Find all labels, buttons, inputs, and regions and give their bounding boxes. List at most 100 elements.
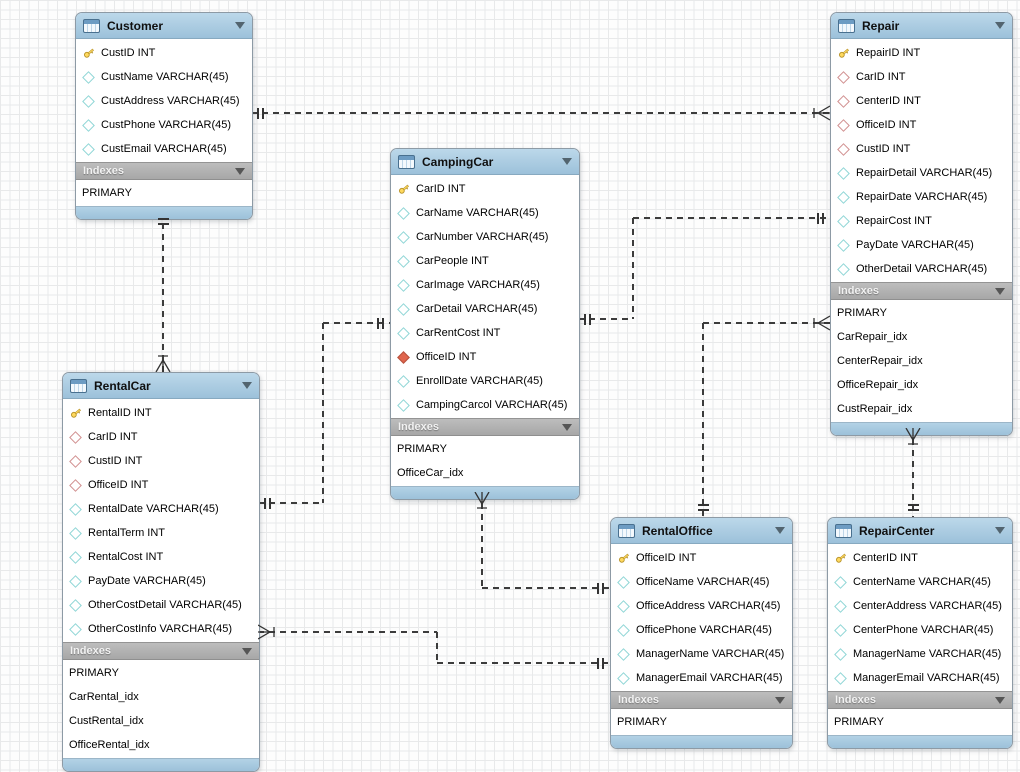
column-row[interactable]: CustID INT <box>76 41 252 65</box>
column-row[interactable]: OfficeID INT <box>63 473 259 497</box>
column-row[interactable]: ManagerName VARCHAR(45) <box>611 642 792 666</box>
column-row[interactable]: CustID INT <box>63 449 259 473</box>
relationship-line-rentalcar-campingcar[interactable] <box>323 322 390 324</box>
column-row[interactable]: PayDate VARCHAR(45) <box>63 569 259 593</box>
collapse-arrow-icon[interactable] <box>995 527 1005 534</box>
column-row[interactable]: CustPhone VARCHAR(45) <box>76 113 252 137</box>
collapse-arrow-icon[interactable] <box>995 287 1005 295</box>
column-row[interactable]: CarDetail VARCHAR(45) <box>391 297 579 321</box>
relationship-line-campingcar-repair[interactable] <box>633 217 830 219</box>
column-row[interactable]: ManagerEmail VARCHAR(45) <box>828 666 1012 690</box>
column-row[interactable]: OfficePhone VARCHAR(45) <box>611 618 792 642</box>
indexes-header[interactable]: Indexes <box>611 691 792 709</box>
relationship-line-rentaloffice-repair[interactable] <box>703 322 830 324</box>
index-row[interactable]: CustRepair_idx <box>831 397 1012 421</box>
collapse-arrow-icon[interactable] <box>235 167 245 175</box>
column-row[interactable]: RepairDate VARCHAR(45) <box>831 185 1012 209</box>
collapse-arrow-icon[interactable] <box>995 22 1005 29</box>
relationship-line-customer-repair[interactable] <box>251 112 830 114</box>
collapse-arrow-icon[interactable] <box>775 696 785 704</box>
table-header-campingcar[interactable]: CampingCar <box>391 149 579 175</box>
column-row[interactable]: PayDate VARCHAR(45) <box>831 233 1012 257</box>
collapse-arrow-icon[interactable] <box>562 158 572 165</box>
index-row[interactable]: CarRepair_idx <box>831 325 1012 349</box>
column-row[interactable]: CarID INT <box>391 177 579 201</box>
column-row[interactable]: CenterID INT <box>831 89 1012 113</box>
column-row[interactable]: CarImage VARCHAR(45) <box>391 273 579 297</box>
table-header-repair[interactable]: Repair <box>831 13 1012 39</box>
index-row[interactable]: PRIMARY <box>391 437 579 461</box>
relationship-line-campingcar-repair[interactable] <box>632 218 634 319</box>
column-row[interactable]: RepairDetail VARCHAR(45) <box>831 161 1012 185</box>
column-row[interactable]: ManagerName VARCHAR(45) <box>828 642 1012 666</box>
column-row[interactable]: CenterName VARCHAR(45) <box>828 570 1012 594</box>
column-row[interactable]: CustID INT <box>831 137 1012 161</box>
column-row[interactable]: CarRentCost INT <box>391 321 579 345</box>
index-row[interactable]: PRIMARY <box>828 710 1012 734</box>
column-row[interactable]: CarID INT <box>831 65 1012 89</box>
index-row[interactable]: PRIMARY <box>76 181 252 205</box>
index-row[interactable]: CustRental_idx <box>63 709 259 733</box>
column-row[interactable]: RentalDate VARCHAR(45) <box>63 497 259 521</box>
index-row[interactable]: CarRental_idx <box>63 685 259 709</box>
relationship-line-rentaloffice-repair[interactable] <box>702 323 704 517</box>
indexes-header[interactable]: Indexes <box>831 282 1012 300</box>
column-row[interactable]: OtherCostDetail VARCHAR(45) <box>63 593 259 617</box>
column-row[interactable]: CarName VARCHAR(45) <box>391 201 579 225</box>
column-row[interactable]: RepairID INT <box>831 41 1012 65</box>
collapse-arrow-icon[interactable] <box>995 696 1005 704</box>
column-row[interactable]: ManagerEmail VARCHAR(45) <box>611 666 792 690</box>
index-row[interactable]: OfficeRepair_idx <box>831 373 1012 397</box>
indexes-header[interactable]: Indexes <box>391 418 579 436</box>
relationship-line-customer-rentalcar[interactable] <box>162 212 164 372</box>
column-row[interactable]: CenterAddress VARCHAR(45) <box>828 594 1012 618</box>
index-row[interactable]: CenterRepair_idx <box>831 349 1012 373</box>
index-row[interactable]: PRIMARY <box>831 301 1012 325</box>
column-row[interactable]: CarNumber VARCHAR(45) <box>391 225 579 249</box>
column-row[interactable]: CustName VARCHAR(45) <box>76 65 252 89</box>
index-row[interactable]: PRIMARY <box>63 661 259 685</box>
collapse-arrow-icon[interactable] <box>775 527 785 534</box>
relationship-line-rentalcar-rentaloffice[interactable] <box>258 631 437 633</box>
column-row[interactable]: CenterPhone VARCHAR(45) <box>828 618 1012 642</box>
column-row[interactable]: OtherDetail VARCHAR(45) <box>831 257 1012 281</box>
column-row[interactable]: RentalCost INT <box>63 545 259 569</box>
column-row[interactable]: OfficeName VARCHAR(45) <box>611 570 792 594</box>
relationship-line-rentalcar-rentaloffice[interactable] <box>436 632 438 663</box>
column-row[interactable]: CustAddress VARCHAR(45) <box>76 89 252 113</box>
collapse-arrow-icon[interactable] <box>235 22 245 29</box>
index-row[interactable]: PRIMARY <box>611 710 792 734</box>
column-row[interactable]: CenterID INT <box>828 546 1012 570</box>
collapse-arrow-icon[interactable] <box>242 382 252 389</box>
column-row[interactable]: CarPeople INT <box>391 249 579 273</box>
column-row[interactable]: RentalID INT <box>63 401 259 425</box>
relationship-line-campingcar-rentaloffice[interactable] <box>481 492 483 588</box>
column-row[interactable]: RentalTerm INT <box>63 521 259 545</box>
relationship-line-repair-repaircenter[interactable] <box>912 428 914 517</box>
table-header-repaircenter[interactable]: RepairCenter <box>828 518 1012 544</box>
column-row[interactable]: RepairCost INT <box>831 209 1012 233</box>
column-row[interactable]: OfficeAddress VARCHAR(45) <box>611 594 792 618</box>
table-header-customer[interactable]: Customer <box>76 13 252 39</box>
column-row[interactable]: OfficeID INT <box>611 546 792 570</box>
relationship-line-campingcar-repair[interactable] <box>578 318 633 320</box>
relationship-line-rentalcar-campingcar[interactable] <box>258 502 323 504</box>
index-row[interactable]: OfficeRental_idx <box>63 733 259 757</box>
column-row[interactable]: OtherCostInfo VARCHAR(45) <box>63 617 259 641</box>
indexes-header[interactable]: Indexes <box>63 642 259 660</box>
index-row[interactable]: OfficeCar_idx <box>391 461 579 485</box>
column-row[interactable]: CampingCarcol VARCHAR(45) <box>391 393 579 417</box>
collapse-arrow-icon[interactable] <box>242 647 252 655</box>
table-header-rentalcar[interactable]: RentalCar <box>63 373 259 399</box>
relationship-line-campingcar-rentaloffice[interactable] <box>482 587 610 589</box>
indexes-header[interactable]: Indexes <box>76 162 252 180</box>
column-row[interactable]: EnrollDate VARCHAR(45) <box>391 369 579 393</box>
column-row[interactable]: CarID INT <box>63 425 259 449</box>
relationship-line-rentalcar-rentaloffice[interactable] <box>437 662 610 664</box>
collapse-arrow-icon[interactable] <box>562 423 572 431</box>
indexes-header[interactable]: Indexes <box>828 691 1012 709</box>
column-row[interactable]: CustEmail VARCHAR(45) <box>76 137 252 161</box>
column-row[interactable]: OfficeID INT <box>831 113 1012 137</box>
relationship-line-rentalcar-campingcar[interactable] <box>322 323 324 503</box>
